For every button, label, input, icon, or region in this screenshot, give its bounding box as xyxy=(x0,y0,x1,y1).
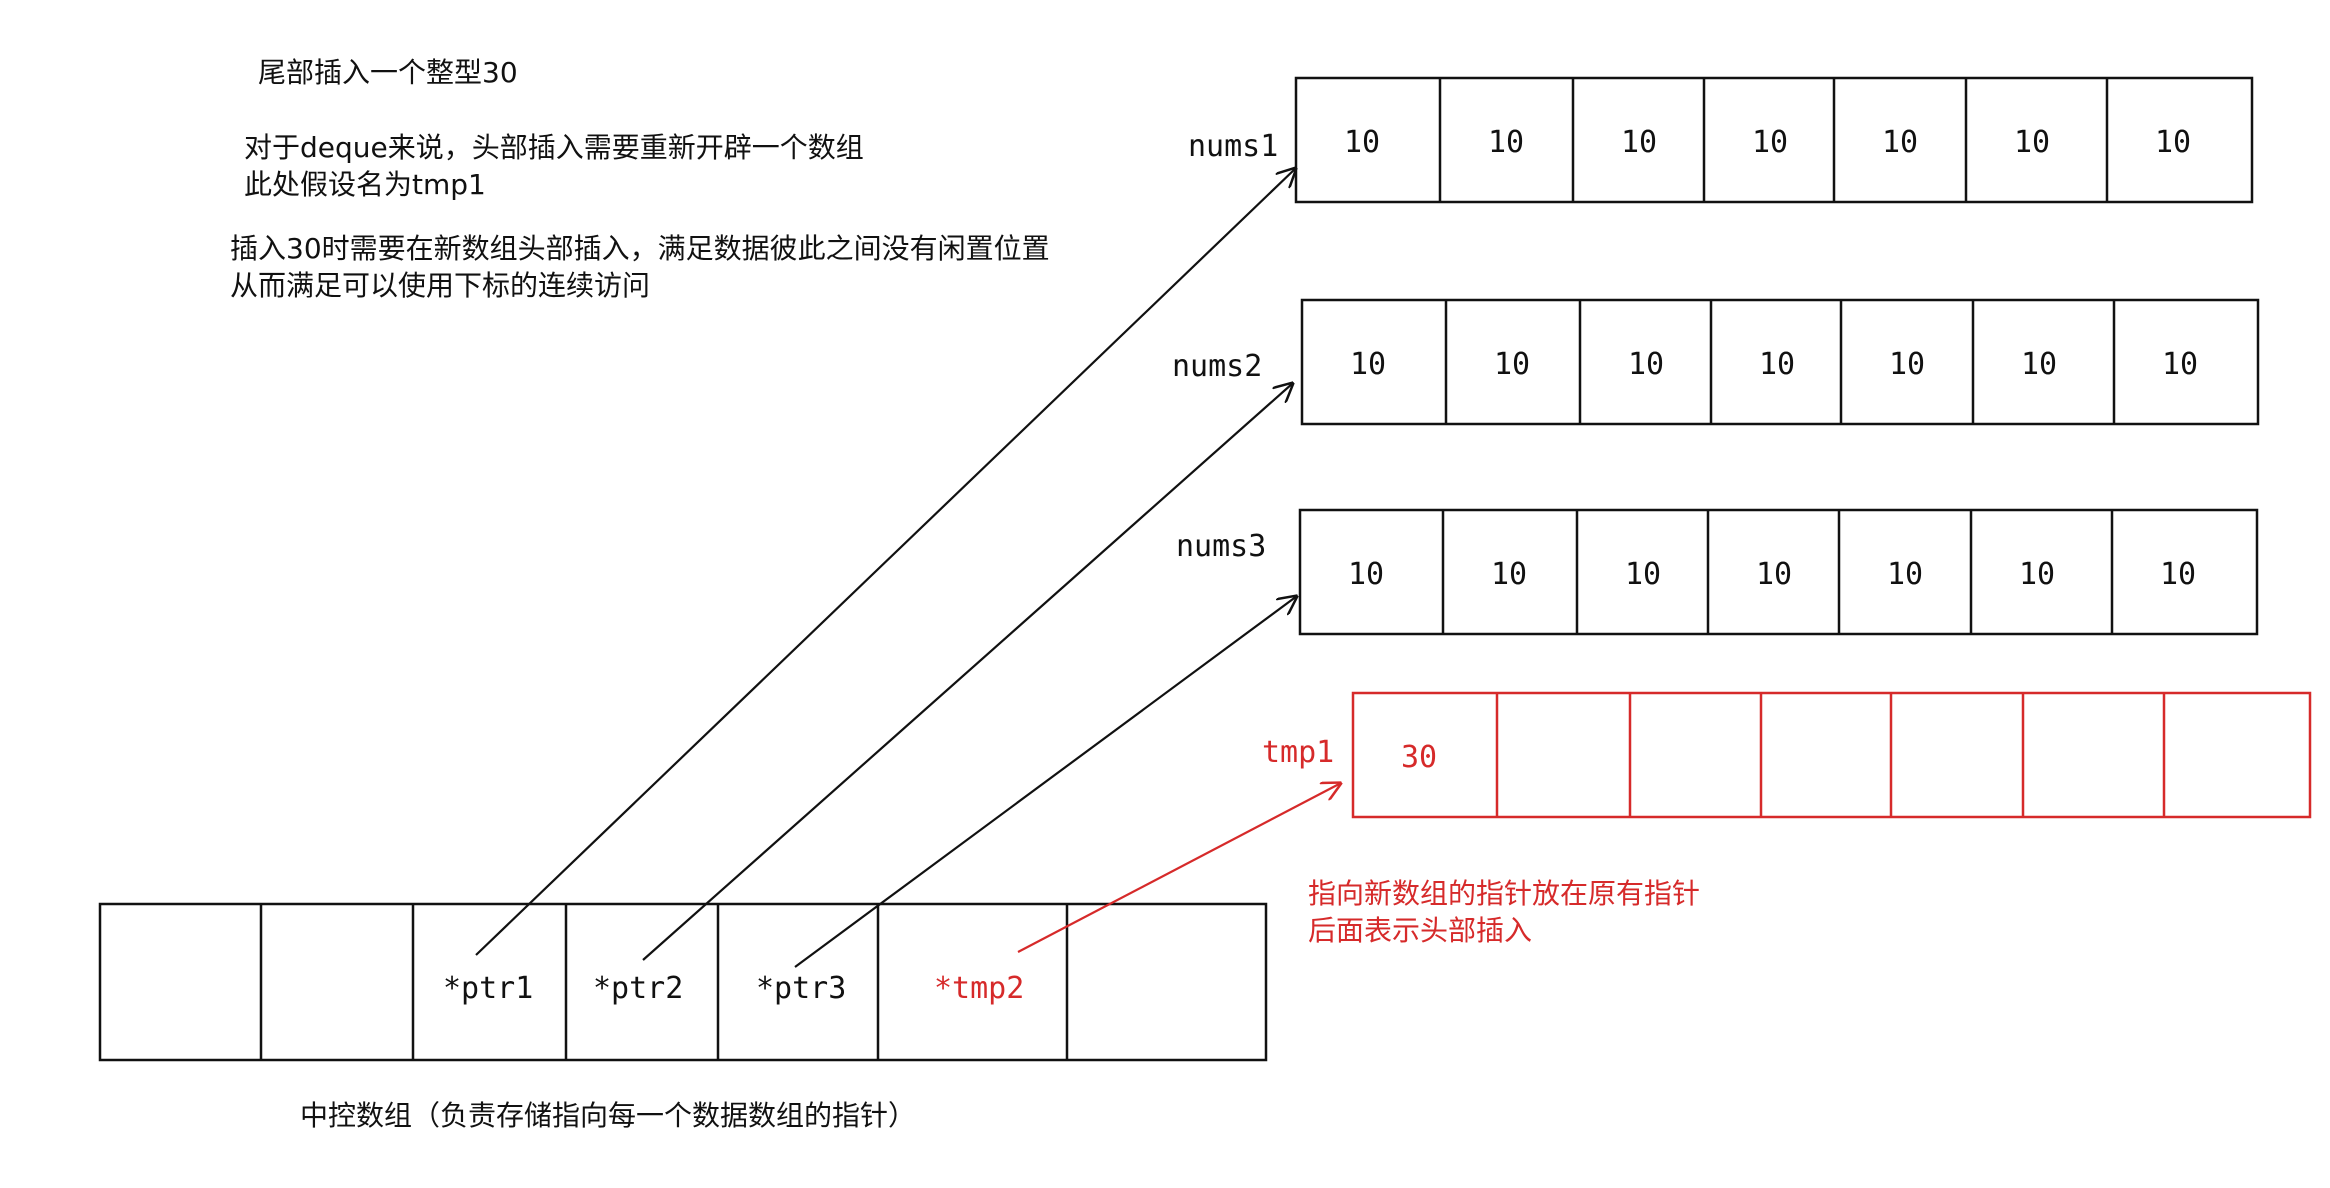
annotation-line-2: 后面表示头部插入 xyxy=(1308,914,1532,947)
array-cell-value: 10 xyxy=(1625,557,1661,592)
array-nums3: nums3 10 10 10 10 10 10 10 xyxy=(1176,508,2259,636)
pointer-arrow xyxy=(642,383,1293,961)
array-cell-value: 10 xyxy=(1344,125,1380,160)
note-line-2: 此处假设名为tmp1 xyxy=(244,168,486,201)
array-cell-value: 10 xyxy=(2021,347,2057,382)
array-cell-value: 30 xyxy=(1401,740,1437,775)
array-name-label: tmp1 xyxy=(1262,735,1334,770)
array-cell-value: 10 xyxy=(1756,557,1792,592)
control-cell-label: *ptr1 xyxy=(443,971,533,1006)
array-cell-value: 10 xyxy=(1887,557,1923,592)
array-cell-value: 10 xyxy=(2160,557,2196,592)
annotation-line-1: 指向新数组的指针放在原有指针 xyxy=(1308,877,1700,910)
control-cell-label: *tmp2 xyxy=(934,971,1024,1006)
control-array-caption: 中控数组（负责存储指向每一个数据数组的指针） xyxy=(300,1099,916,1132)
array-outline xyxy=(1294,76,2254,204)
array-cell-value: 10 xyxy=(1488,125,1524,160)
array-outline xyxy=(1300,298,2260,426)
array-cell-value: 10 xyxy=(1889,347,1925,382)
array-name-label: nums1 xyxy=(1188,129,1278,164)
array-cell-value: 10 xyxy=(1494,347,1530,382)
array-outline xyxy=(1298,508,2259,636)
pointer-arrows xyxy=(475,168,1341,968)
control-array: *ptr1 *ptr2 *ptr3 *tmp2 xyxy=(98,902,1268,1062)
control-cell-label: *ptr3 xyxy=(756,971,846,1006)
array-cell-value: 10 xyxy=(2014,125,2050,160)
pointer-arrow xyxy=(1017,783,1341,953)
array-cell-value: 10 xyxy=(1882,125,1918,160)
pointer-arrow xyxy=(794,596,1297,968)
array-outline xyxy=(1351,691,2312,819)
array-cell-value: 10 xyxy=(1628,347,1664,382)
array-name-label: nums2 xyxy=(1172,349,1262,384)
array-nums2: nums2 10 10 10 10 10 10 10 xyxy=(1172,298,2260,426)
pointer-arrow xyxy=(475,168,1296,956)
array-tmp1: tmp1 30 xyxy=(1262,691,2312,819)
array-cell-value: 10 xyxy=(1350,347,1386,382)
array-cell-value: 10 xyxy=(1621,125,1657,160)
note-line-4: 从而满足可以使用下标的连续访问 xyxy=(230,269,650,302)
note-line-3: 插入30时需要在新数组头部插入，满足数据彼此之间没有闲置位置 xyxy=(230,232,1050,265)
array-nums1: nums1 10 10 10 10 10 10 10 xyxy=(1188,76,2254,204)
array-cell-value: 10 xyxy=(1752,125,1788,160)
note-title: 尾部插入一个整型30 xyxy=(258,56,518,89)
array-name-label: nums3 xyxy=(1176,529,1266,564)
control-array-outline xyxy=(98,902,1268,1062)
array-cell-value: 10 xyxy=(2155,125,2191,160)
array-cell-value: 10 xyxy=(1348,557,1384,592)
array-cell-value: 10 xyxy=(2019,557,2055,592)
array-cell-value: 10 xyxy=(2162,347,2198,382)
control-cell-label: *ptr2 xyxy=(593,971,683,1006)
array-cell-value: 10 xyxy=(1759,347,1795,382)
note-line-1: 对于deque来说，头部插入需要重新开辟一个数组 xyxy=(244,131,864,164)
array-cell-value: 10 xyxy=(1491,557,1527,592)
